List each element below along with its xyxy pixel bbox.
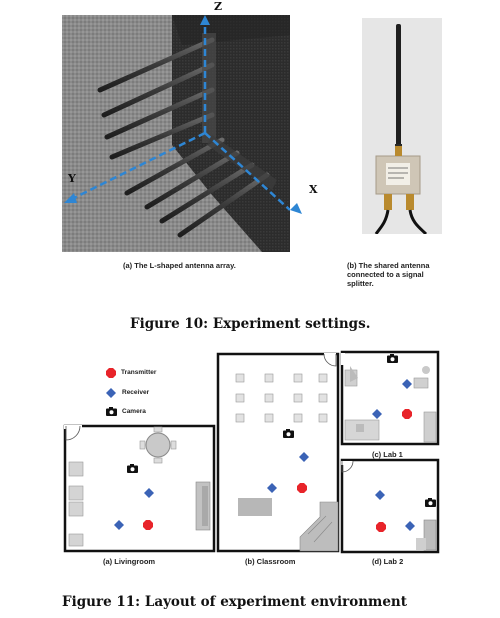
classroom-caption: (b) Classroom xyxy=(245,557,296,566)
receiver-legend-icon xyxy=(106,388,116,398)
figure10-caption: Figure 10: Experiment settings. xyxy=(130,316,371,332)
antenna-array-photo xyxy=(62,15,290,252)
figure11-caption: Figure 11: Layout of experiment environm… xyxy=(62,594,407,610)
transmitter-legend-label: Transmitter xyxy=(121,369,157,376)
z-axis-label: Z xyxy=(214,0,223,13)
transmitter-legend-icon xyxy=(106,368,116,378)
camera-legend-label: Camera xyxy=(122,408,146,415)
subfig-b-caption-line: splitter. xyxy=(347,279,374,288)
y-axis-label: Y xyxy=(68,172,76,185)
subfig-b-caption-line: (b) The shared antenna xyxy=(347,261,430,270)
lab1-floorplan xyxy=(340,350,440,446)
livingroom-caption: (a) Livingroom xyxy=(103,557,156,566)
subfig-a-caption: (a) The L-shaped antenna array. xyxy=(123,261,236,270)
lab2-caption: (d) Lab 2 xyxy=(372,557,404,566)
shared-antenna-photo xyxy=(362,18,442,234)
camera-legend-icon xyxy=(106,407,117,416)
subfig-b-caption: (b) The shared antenna connected to a si… xyxy=(347,261,457,288)
subfig-b-caption-line: connected to a signal xyxy=(347,270,424,279)
livingroom-floorplan xyxy=(63,424,216,553)
x-axis-arrow-icon xyxy=(290,203,302,214)
lab2-floorplan xyxy=(340,458,440,554)
receiver-legend-label: Receiver xyxy=(122,389,150,396)
x-axis-label: X xyxy=(309,183,318,196)
lab1-caption: (c) Lab 1 xyxy=(372,450,403,459)
classroom-floorplan xyxy=(216,352,340,553)
